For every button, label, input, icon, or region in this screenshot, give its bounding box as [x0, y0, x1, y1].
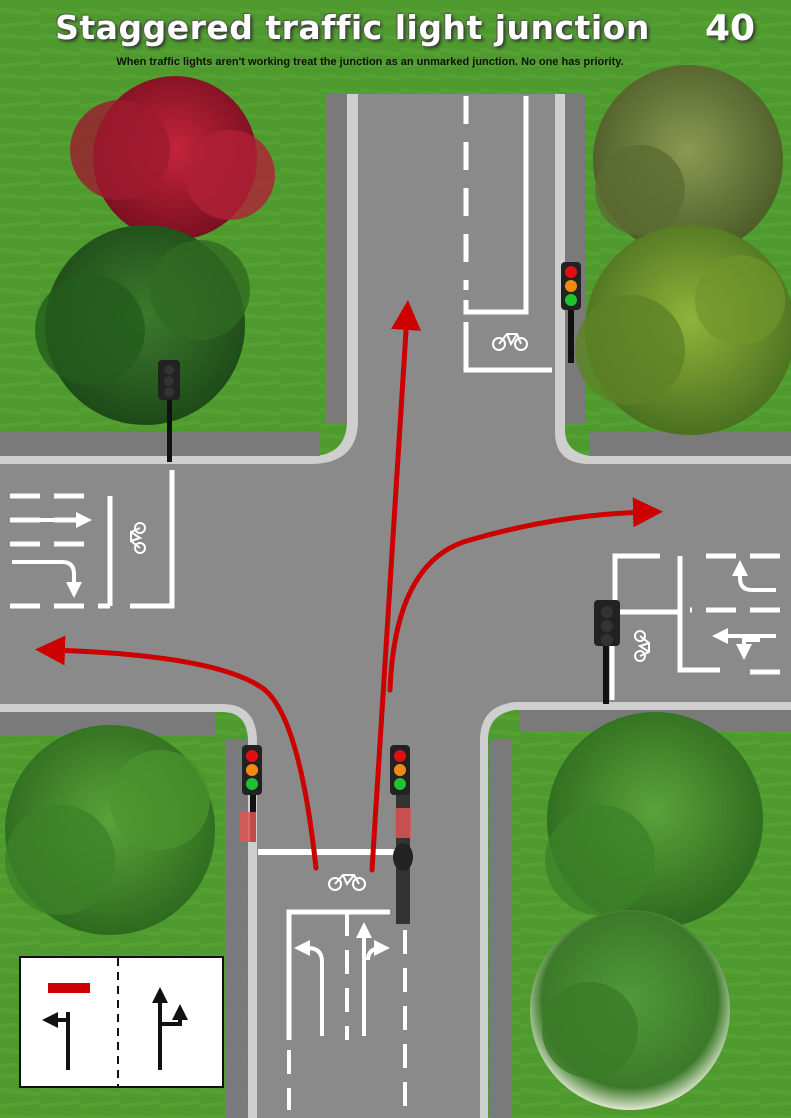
bicycle-icon [634, 630, 650, 662]
traffic-light-icon [240, 745, 262, 842]
bicycle-icon [328, 874, 366, 891]
lane-arrow-icon [736, 638, 760, 660]
tree-pale [530, 910, 730, 1110]
tree-red [70, 76, 275, 240]
no-through-road-sign-icon [42, 983, 90, 1070]
page-title: Staggered traffic light junction [55, 8, 650, 47]
tree-dark-green [35, 225, 250, 425]
bicycle-icon [492, 333, 528, 351]
page-number: 40 [704, 8, 756, 49]
traffic-light-icon [561, 262, 581, 363]
lane-arrows [12, 512, 776, 1036]
tree-left-bottom [5, 725, 215, 935]
lane-arrow-icon [294, 940, 324, 1036]
traffic-lights [158, 262, 620, 924]
traffic-light-icon [158, 360, 180, 462]
legend-signs [19, 956, 224, 1088]
road-markings [10, 96, 780, 1110]
tree-lime [575, 225, 791, 435]
lane-arrow-icon [12, 560, 82, 598]
bicycle-icon [130, 522, 146, 554]
traffic-light-icon [594, 600, 620, 704]
route-arrow-right [387, 497, 663, 693]
route-arrow-ahead [369, 300, 422, 873]
traffic-light-icon [390, 745, 413, 924]
trees [5, 65, 791, 1110]
page-subtitle: When traffic lights aren't working treat… [116, 56, 624, 68]
ahead-or-right-sign-icon [152, 987, 188, 1070]
bicycle-icons [130, 333, 650, 891]
lane-arrow-icon [366, 940, 390, 961]
lane-arrow-icon [732, 560, 776, 592]
route-arrow-left [35, 635, 319, 871]
tree-olive [593, 65, 783, 255]
route-arrows [35, 300, 663, 873]
tree-right-bottom [545, 712, 763, 928]
